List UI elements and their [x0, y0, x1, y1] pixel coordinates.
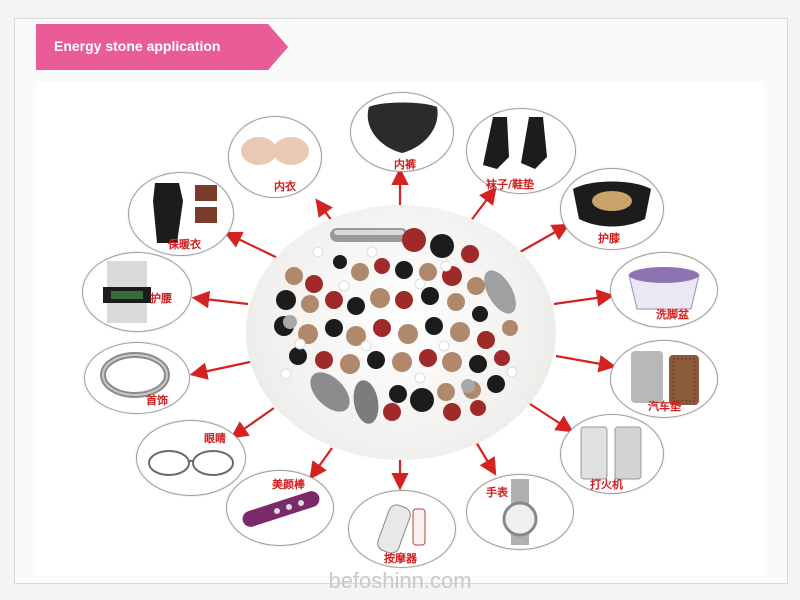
arrow-jewelry — [189, 360, 251, 380]
label-thermal-clothing: 保暖衣 — [168, 238, 201, 251]
item-lighter — [560, 414, 664, 494]
label-watch: 手表 — [486, 486, 508, 499]
arrow-beauty — [309, 447, 333, 480]
label-lighter: 打火机 — [590, 478, 623, 491]
knee-pad-icon — [573, 181, 651, 227]
item-car-seat-pad — [610, 340, 718, 418]
label-knee-pad: 护膝 — [598, 232, 620, 245]
beauty-stick-icon — [242, 491, 320, 527]
item-jewelry — [84, 342, 190, 414]
label-underpants: 内裤 — [394, 158, 416, 171]
lighter-icon — [580, 426, 642, 480]
label-beauty-stick: 美颜棒 — [272, 478, 305, 491]
item-waist-support — [82, 252, 192, 332]
label-socks-insole: 袜子/鞋垫 — [486, 178, 535, 191]
metal-oval-stone — [484, 270, 516, 314]
label-glasses: 眼睛 — [204, 432, 226, 445]
stone-cluster — [274, 228, 518, 424]
item-thermal-clothing — [128, 172, 234, 256]
car-seat-pad-icon — [631, 351, 699, 405]
label-foot-bath: 洗脚盆 — [656, 308, 689, 321]
arrow-socks — [469, 186, 497, 223]
arrow-waist — [191, 290, 249, 309]
item-beauty-stick — [226, 470, 334, 546]
item-socks-insole — [466, 108, 576, 194]
item-underpants — [350, 92, 454, 172]
watch-icon — [502, 479, 538, 545]
label-massager: 按摩器 — [384, 552, 417, 565]
underpants-icon — [367, 102, 438, 153]
arrow-carpad — [555, 354, 617, 373]
label-car-seat-pad: 汽车垫 — [648, 400, 681, 413]
glasses-icon — [148, 450, 234, 476]
thermal-clothing-icon — [153, 183, 217, 243]
arrow-lighter — [529, 403, 574, 433]
item-watch — [466, 474, 574, 550]
waist-support-icon — [103, 261, 151, 323]
foot-bath-icon — [628, 267, 700, 310]
metal-oval-stone — [310, 372, 350, 412]
arrow-knee — [519, 223, 570, 253]
banner-title: Energy stone application — [54, 38, 221, 54]
arrow-glasses — [230, 407, 275, 439]
metal-oval-stone — [353, 380, 379, 424]
item-knee-pad — [560, 168, 664, 250]
socks-icon — [483, 117, 547, 169]
arrow-watch — [475, 441, 497, 476]
item-bra — [228, 116, 322, 198]
item-glasses — [136, 420, 246, 496]
label-waist-support: 护腰 — [150, 292, 172, 305]
massager-icon — [377, 504, 426, 554]
watermark: befoshinn.com — [328, 568, 472, 593]
title-banner — [36, 24, 288, 70]
label-bra: 内衣 — [274, 180, 296, 193]
item-foot-bath — [610, 252, 718, 328]
label-jewelry: 首饰 — [146, 394, 168, 407]
arrow-footbath — [553, 289, 615, 307]
bracelet-icon — [100, 352, 170, 398]
item-massager — [348, 490, 456, 568]
bra-icon — [241, 137, 309, 165]
